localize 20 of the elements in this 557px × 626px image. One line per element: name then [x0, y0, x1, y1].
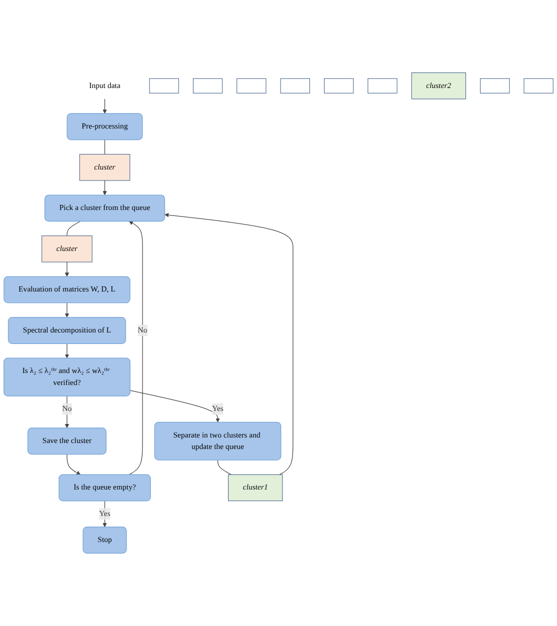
arrow: [130, 390, 220, 422]
arrow: [102, 98, 107, 114]
node-box: [280, 78, 310, 94]
arrow: [128, 221, 143, 475]
connector: [104, 139, 106, 155]
arrow: [102, 180, 107, 196]
node-box: [149, 78, 179, 94]
node-box: [192, 78, 223, 94]
arrow: [64, 262, 70, 277]
connector: [66, 220, 81, 236]
arrow: [164, 212, 294, 475]
connector: [217, 460, 232, 475]
node-box: [236, 78, 266, 94]
node-box: [480, 78, 510, 94]
arrow: [66, 454, 81, 475]
arrow: [64, 343, 70, 358]
arrow: [64, 302, 70, 318]
node-box: [324, 78, 354, 94]
node-box: [524, 78, 554, 94]
node-box: [368, 78, 398, 94]
